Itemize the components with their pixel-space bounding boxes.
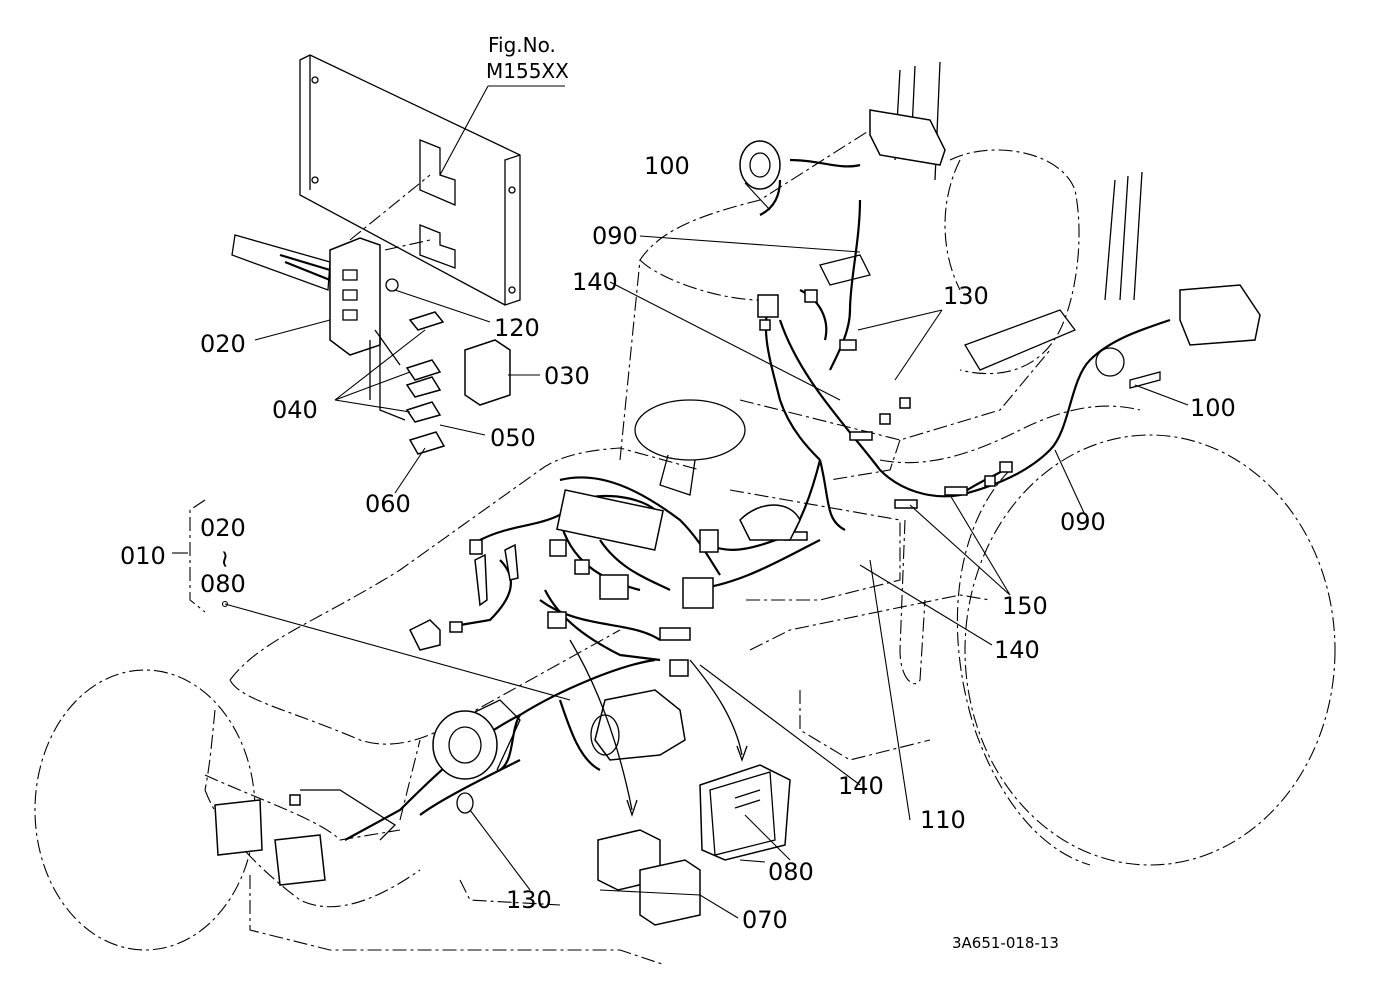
callout-150: 150 (1002, 592, 1048, 620)
main-harness (214, 109, 1261, 926)
switch-panel-top (869, 109, 946, 166)
callout-010: 010 (120, 542, 166, 570)
fuse-block (329, 237, 381, 356)
armrest (964, 309, 1077, 371)
front-axle-outline (249, 875, 666, 966)
callout-080-range-end: 080 (200, 570, 246, 598)
callout-130-top: 130 (943, 282, 989, 310)
drawing-code: 3A651-018-13 (952, 934, 1059, 952)
callout-range-sep: ~ (211, 549, 239, 569)
callout-040: 040 (272, 396, 318, 424)
headlight-right (274, 834, 326, 886)
sensor (408, 619, 441, 651)
callout-100-top: 100 (644, 152, 690, 180)
callout-030: 030 (544, 362, 590, 390)
connector (757, 294, 779, 318)
callout-070: 070 (742, 906, 788, 934)
callout-130-bottom: 130 (506, 886, 552, 914)
fuse-4 (405, 401, 442, 423)
callout-090-right: 090 (1060, 508, 1106, 536)
callout-050: 050 (490, 424, 536, 452)
callout-080: 080 (768, 858, 814, 886)
fuse-3 (405, 376, 442, 398)
headlight-left (214, 799, 263, 856)
dashboard-outline (619, 129, 871, 461)
fig-no-label: Fig.No. (488, 33, 556, 57)
switch-080 (699, 764, 791, 861)
rear-wheel-outline (964, 434, 1336, 866)
harness-bundle (231, 234, 331, 291)
relay-030 (464, 339, 511, 406)
leader-lines (172, 85, 1189, 919)
callout-140-top: 140 (572, 268, 618, 296)
fender-outline (879, 405, 1141, 464)
fuse-bracket-inset (231, 54, 521, 455)
leader-010 (224, 603, 571, 701)
switch-panel-right (1179, 284, 1261, 346)
callout-020-range-start: 020 (200, 514, 246, 542)
seat-outline (949, 149, 1080, 375)
steering-wheel (634, 399, 746, 461)
fig-no-value: M155XX (486, 59, 569, 83)
callout-100-right: 100 (1190, 394, 1236, 422)
fuse-5 (408, 431, 446, 455)
callout-140-mid: 140 (994, 636, 1040, 664)
callout-labels: Fig.No. M155XX 010 020 ~ 080 020 030 040… (120, 33, 1236, 952)
callout-060: 060 (365, 490, 411, 518)
callout-120: 120 (494, 314, 540, 342)
callout-140-bottom: 140 (838, 772, 884, 800)
callout-110: 110 (920, 806, 966, 834)
floor-outline (729, 489, 901, 601)
alternator (432, 710, 498, 780)
callout-090-top: 090 (592, 222, 638, 250)
fuse-2 (405, 359, 442, 381)
horn-top (739, 140, 781, 190)
callout-020: 020 (200, 330, 246, 358)
hood-outline (229, 447, 701, 681)
tractor-outline (34, 61, 1336, 966)
rear-wheel-inner (956, 469, 1091, 866)
fuse-1 (408, 311, 445, 331)
